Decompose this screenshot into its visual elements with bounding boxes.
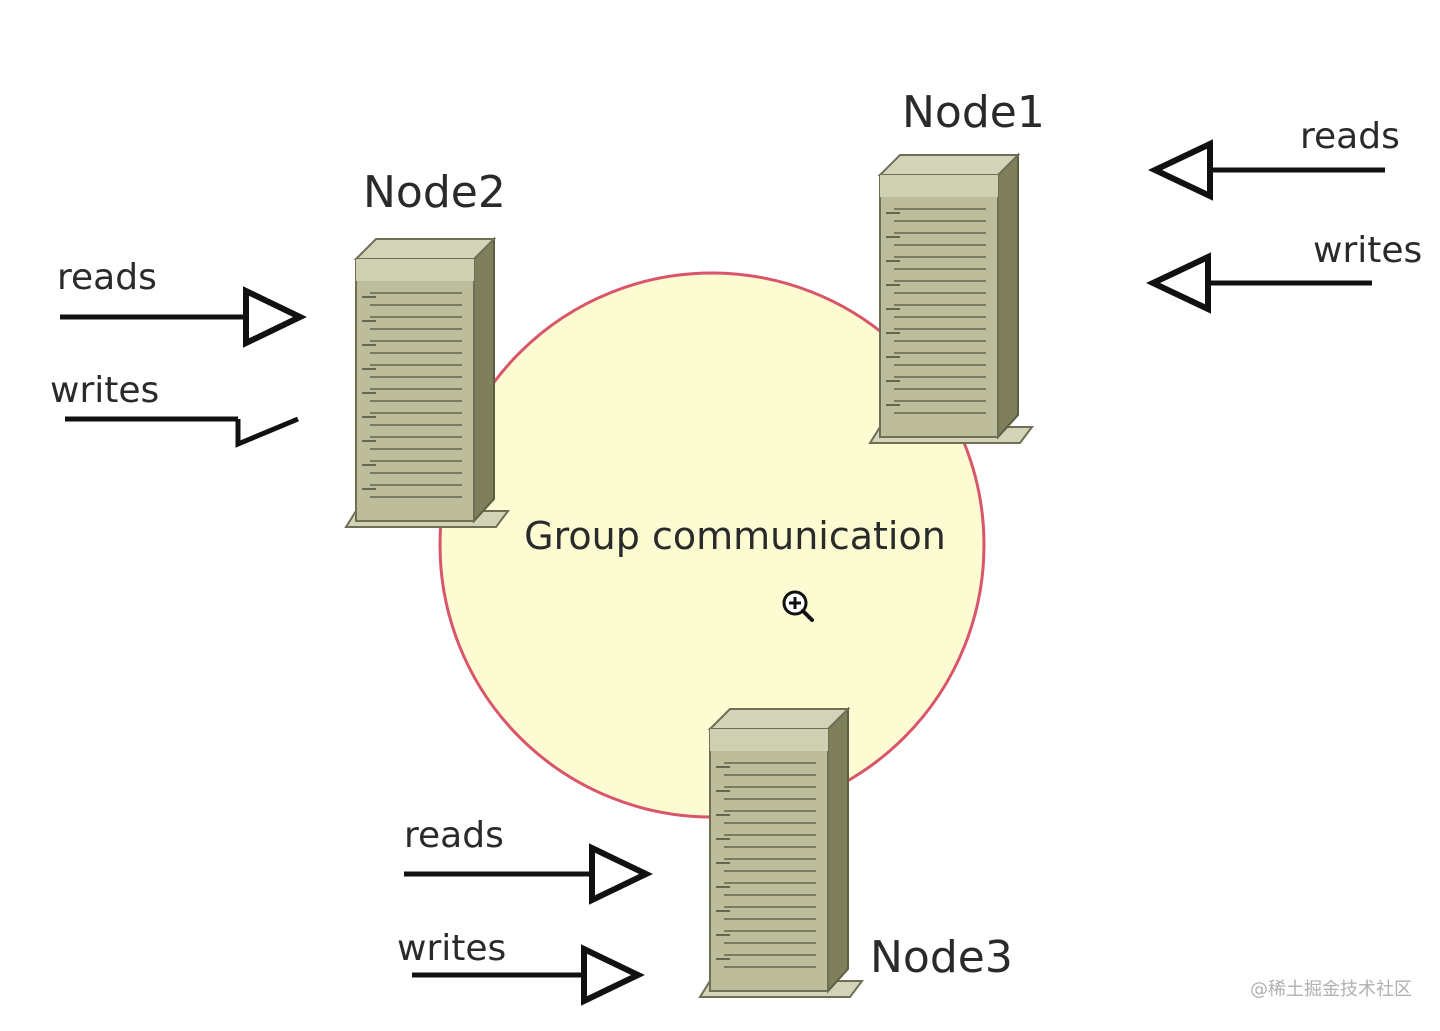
node3-server-icon (699, 708, 863, 998)
group-communication-label: Group communication (524, 514, 946, 558)
node2-label: Node2 (363, 167, 506, 218)
node3-writes-label: writes (397, 928, 506, 969)
node2-reads-label: reads (57, 257, 157, 298)
node2-reads-arrow (60, 286, 307, 348)
node1-writes-label: writes (1313, 230, 1422, 271)
node1-label: Node1 (902, 87, 1045, 138)
node2-server-icon (345, 238, 509, 528)
node2-writes-label: writes (50, 370, 159, 411)
node1-writes-arrow (1145, 252, 1372, 314)
node3-writes-arrow (412, 944, 645, 1006)
node3-label: Node3 (870, 932, 1013, 983)
node1-reads-arrow (1147, 139, 1385, 201)
node2-writes-arrow (65, 416, 299, 448)
watermark: @稀土掘金技术社区 (1250, 979, 1412, 1000)
node3-reads-arrow (404, 843, 653, 905)
zoom-in-icon[interactable] (782, 590, 814, 622)
node1-server-icon (869, 154, 1033, 444)
node3-reads-label: reads (404, 815, 504, 856)
node1-reads-label: reads (1300, 116, 1400, 157)
